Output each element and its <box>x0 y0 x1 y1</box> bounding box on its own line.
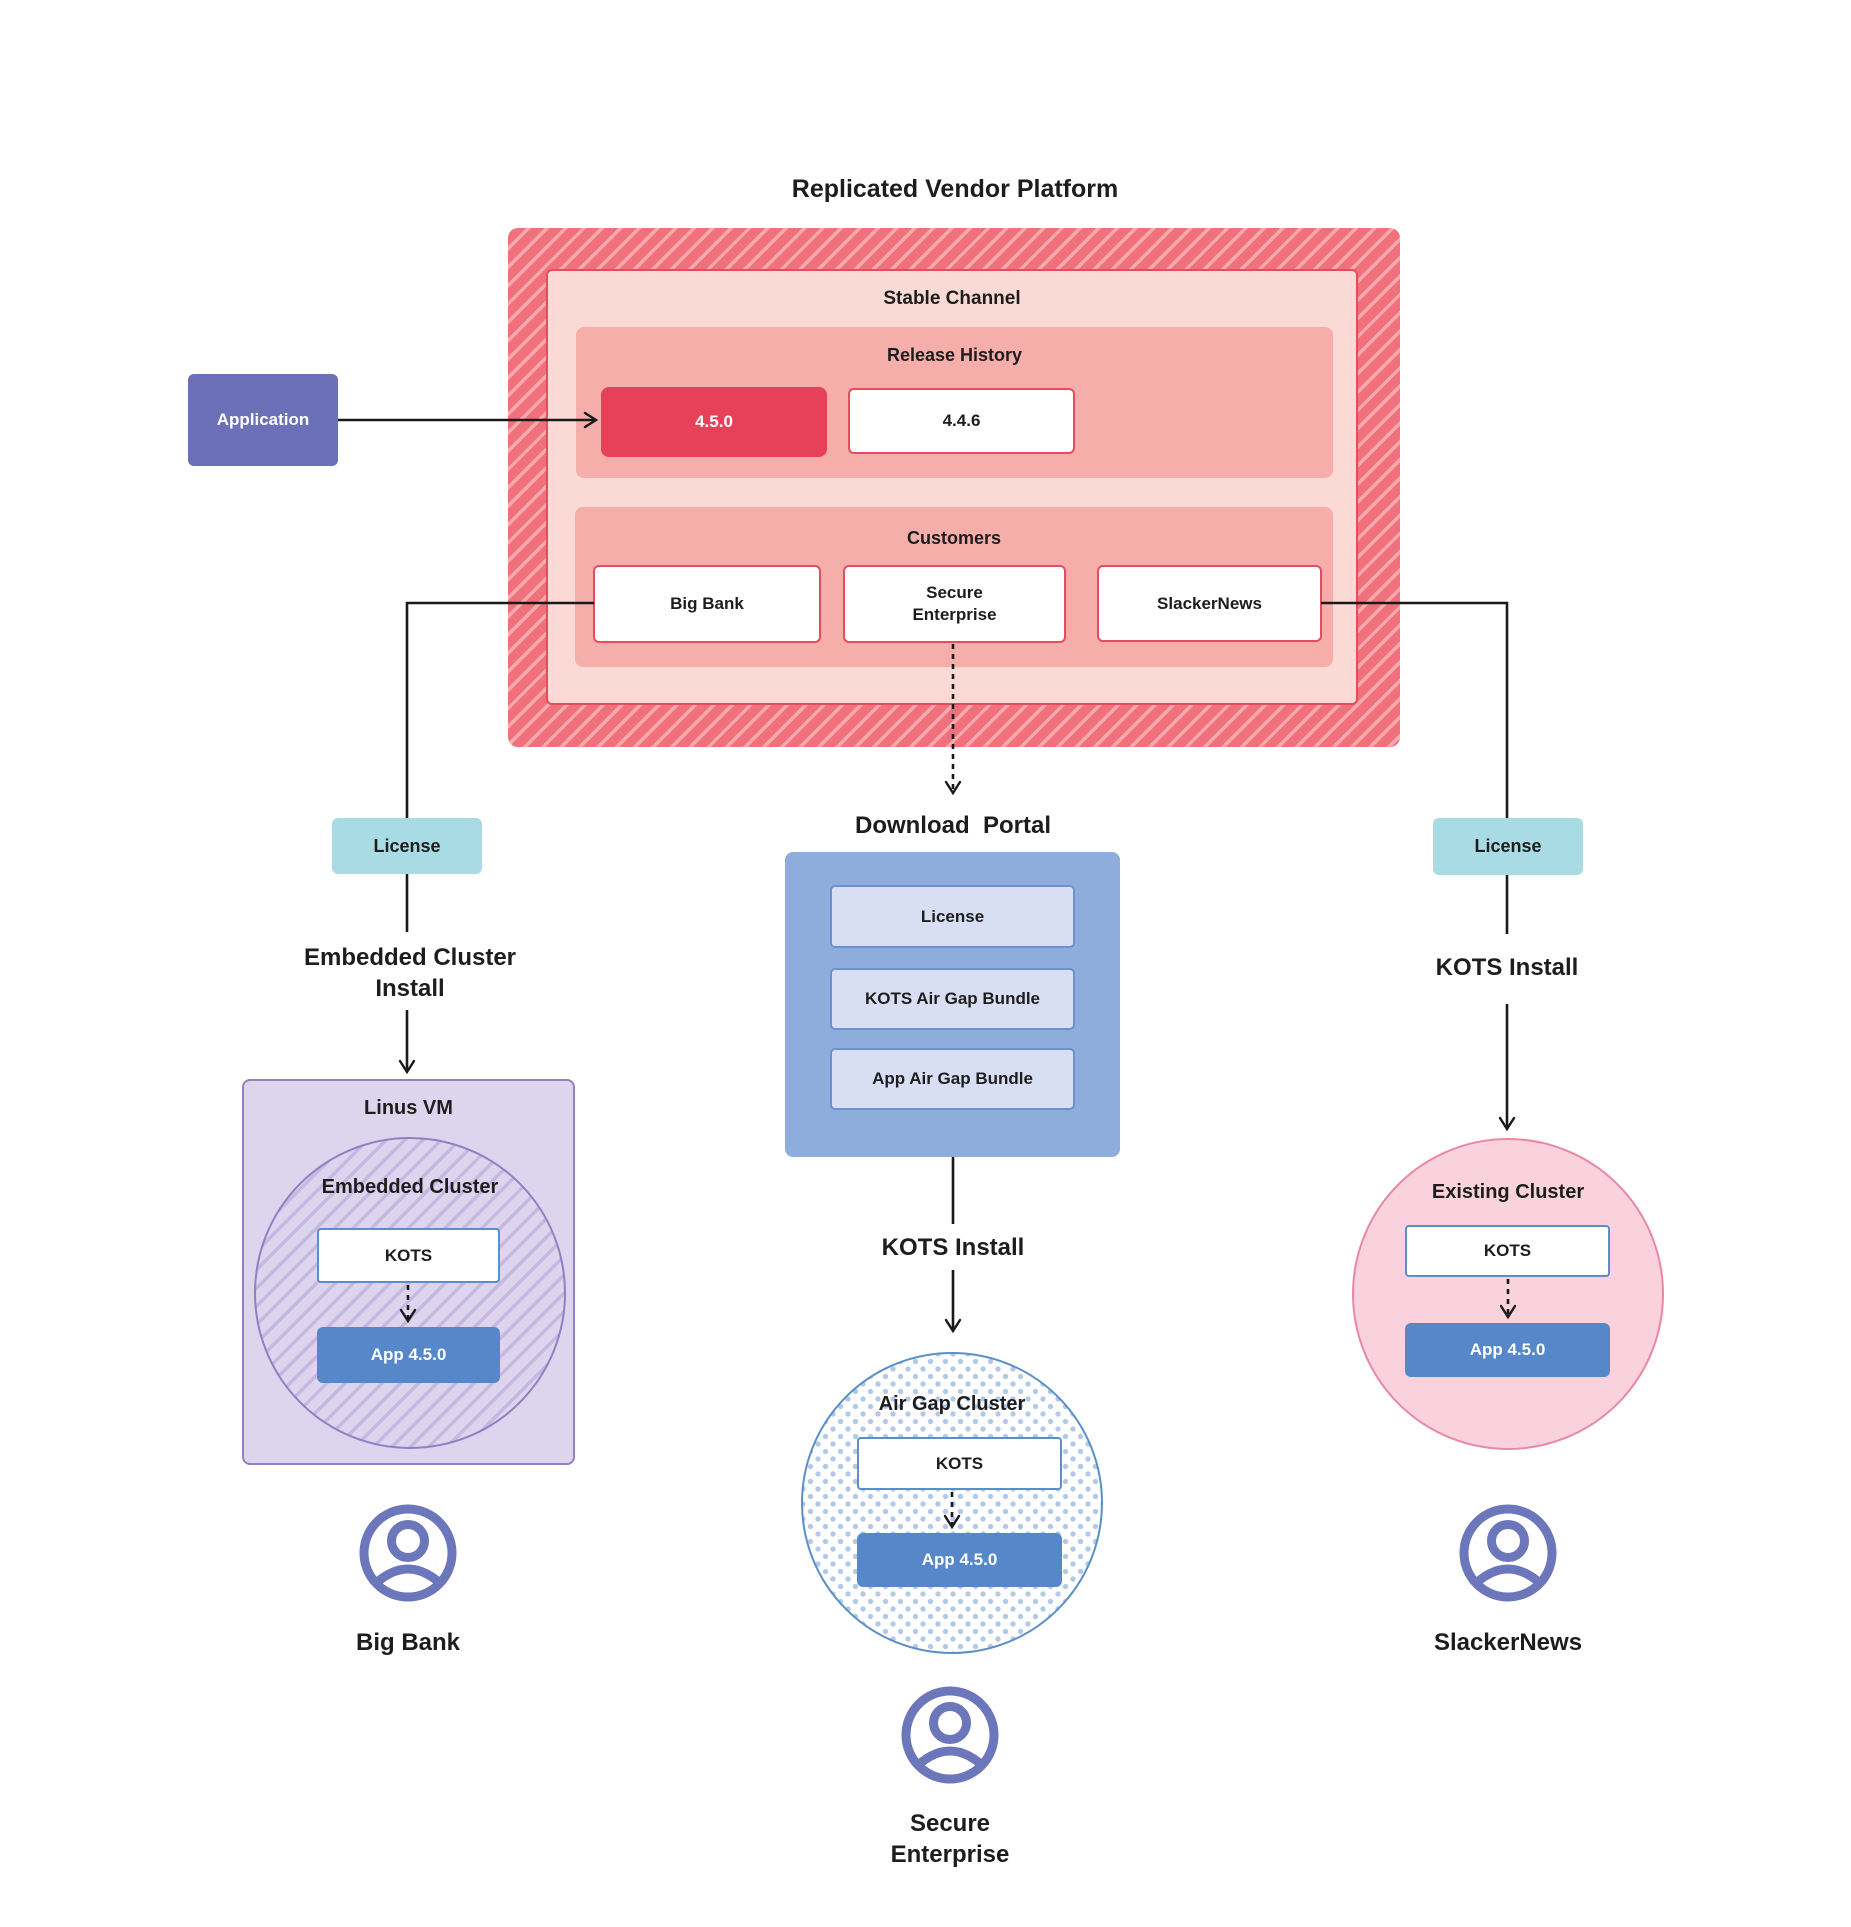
customer-slackernews: SlackerNews <box>1097 565 1322 642</box>
kots-box-right: KOTS <box>1405 1225 1610 1277</box>
air-gap-cluster-circle <box>801 1352 1103 1654</box>
kots-install-label-middle: KOTS Install <box>881 1234 1025 1261</box>
user-icon <box>1456 1501 1560 1610</box>
customer-secure-enterprise: Secure Enterprise <box>843 565 1066 643</box>
release-4.4.6: 4.4.6 <box>848 388 1075 454</box>
license-chip-left: License <box>332 818 482 874</box>
user-label-big-bank: Big Bank <box>355 1629 460 1656</box>
stable-channel-label: Stable Channel <box>883 288 1021 309</box>
portal-item-license: License <box>830 885 1075 948</box>
application-box: Application <box>188 374 338 466</box>
user-label-slackernews: SlackerNews <box>1433 1629 1583 1656</box>
air-gap-cluster-label: Air Gap Cluster <box>878 1393 1026 1415</box>
kots-install-label-right: KOTS Install <box>1435 954 1579 981</box>
user-icon <box>356 1501 460 1610</box>
app-version-box-right: App 4.5.0 <box>1405 1323 1610 1377</box>
kots-box-left: KOTS <box>317 1228 500 1283</box>
embedded-cluster-install-label: Embedded Cluster Install <box>303 944 517 1002</box>
user-label-secure-enterprise: Secure Enterprise <box>890 1810 1010 1868</box>
kots-box-middle: KOTS <box>857 1437 1062 1490</box>
release-4.5.0: 4.5.0 <box>601 387 827 457</box>
embedded-cluster-circle <box>254 1137 566 1449</box>
app-version-box-left: App 4.5.0 <box>317 1327 500 1383</box>
embedded-cluster-label: Embedded Cluster <box>321 1176 499 1198</box>
user-icon <box>898 1683 1002 1792</box>
download-portal-label: Download Portal <box>854 812 1051 839</box>
portal-item-kots-airgap-bundle: KOTS Air Gap Bundle <box>830 968 1075 1030</box>
app-version-box-middle: App 4.5.0 <box>857 1533 1062 1587</box>
customer-big-bank: Big Bank <box>593 565 821 643</box>
license-chip-right: License <box>1433 818 1583 875</box>
linus-vm-label: Linus VM <box>364 1097 453 1119</box>
page-title: Replicated Vendor Platform <box>791 175 1119 203</box>
release-history-label: Release History <box>886 345 1023 365</box>
existing-cluster-label: Existing Cluster <box>1431 1181 1585 1203</box>
portal-item-app-airgap-bundle: App Air Gap Bundle <box>830 1048 1075 1110</box>
customers-label: Customers <box>906 528 1002 548</box>
